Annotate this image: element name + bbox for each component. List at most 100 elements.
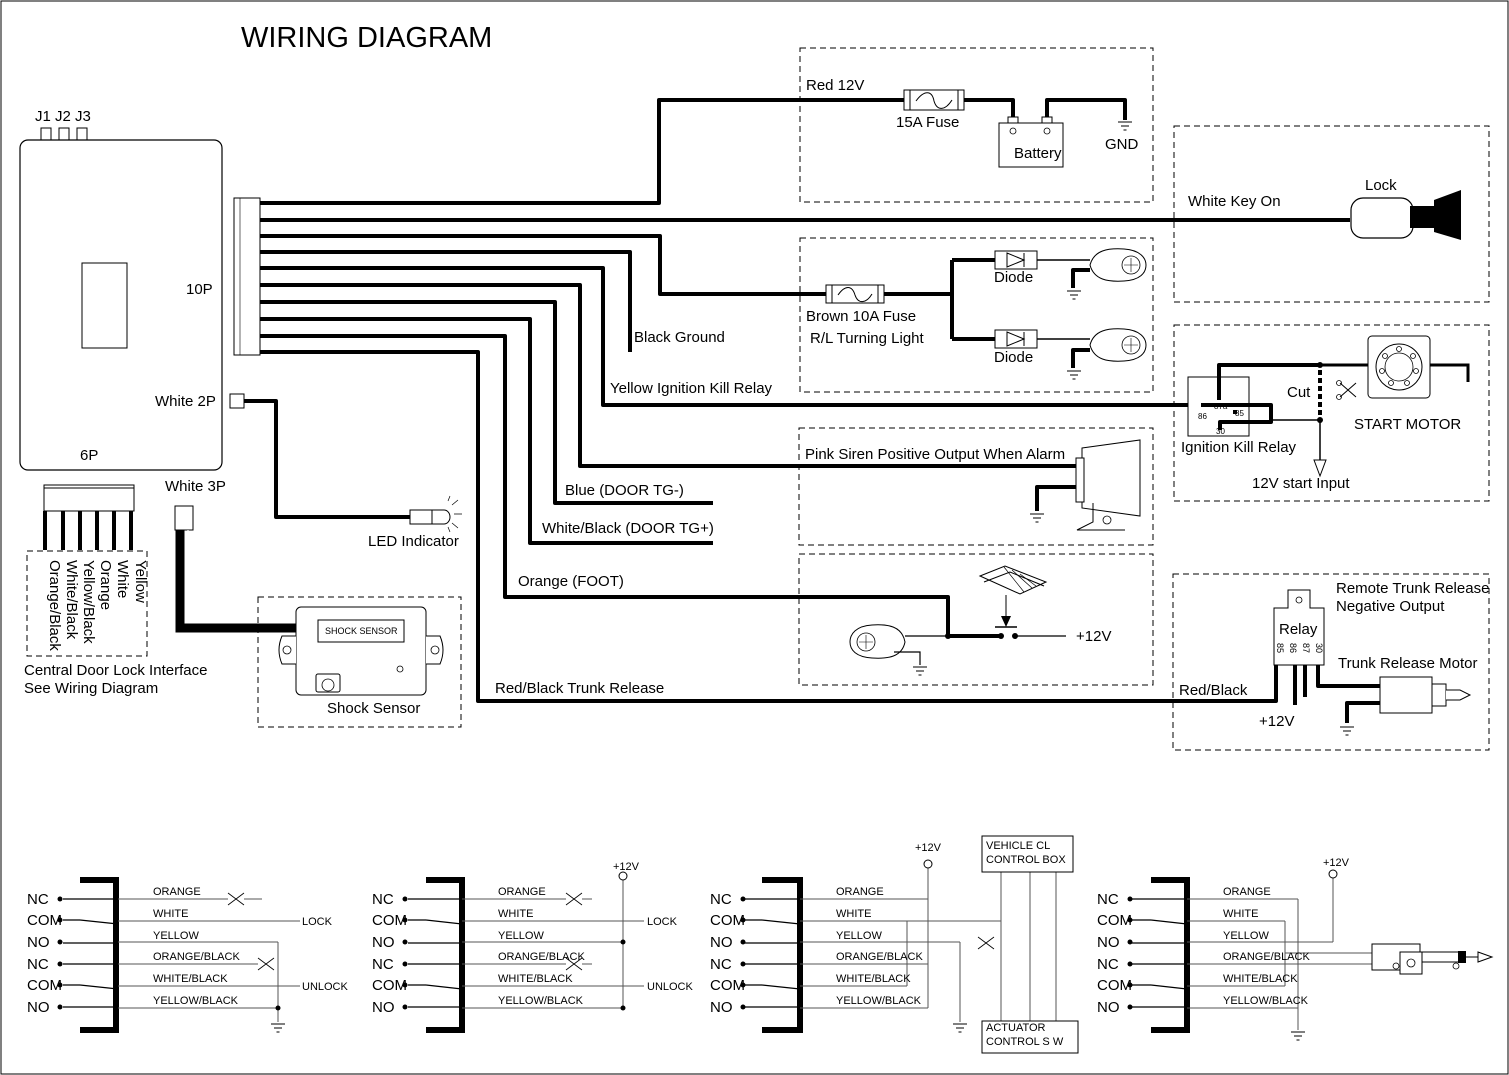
cdl-note-line1: Central Door Lock Interface — [24, 662, 207, 679]
wire-label-p2-3: YELLOW — [498, 930, 544, 942]
terminal-dot — [1127, 961, 1133, 967]
terminal-dot — [1127, 917, 1133, 923]
connector-10p-label: 10P — [186, 281, 213, 298]
white-black-door-label: White/Black (DOOR TG+) — [542, 520, 714, 537]
wire-label-p4-4: ORANGE/BLACK — [1223, 951, 1310, 963]
cdl-note-line2: See Wiring Diagram — [24, 680, 158, 697]
terminal-dot — [402, 982, 408, 988]
trunk-relay-label: Relay — [1279, 621, 1318, 638]
siren — [1075, 439, 1141, 531]
terminal-label-p1-3: NO — [27, 934, 50, 951]
terminal-dot — [1127, 896, 1133, 902]
trunk-relay: Relay 85 86 87 30 — [1273, 589, 1325, 666]
terminal-dot — [402, 961, 408, 967]
terminal-label-p2-3: NO — [372, 934, 395, 951]
terminal-label-p3-5: COM — [710, 977, 745, 994]
led-indicator-label: LED Indicator — [368, 533, 459, 550]
terminal-dot — [57, 917, 63, 923]
terminal-dot — [57, 982, 63, 988]
ignition-lock — [1350, 197, 1414, 239]
trunk-relay-pin-30: 30 — [1314, 643, 1324, 653]
lock-section: White Key On Lock — [1173, 125, 1490, 303]
shock-sensor-harness — [174, 505, 297, 633]
relay-panel-1 — [63, 877, 300, 1033]
cut-label: Cut — [1287, 384, 1311, 401]
panel3-12v-label: +12V — [915, 842, 942, 854]
cdl-wire-orange-black: Orange/Black — [46, 560, 63, 651]
actuator-line2: CONTROL S W — [986, 1036, 1064, 1048]
wire-label-p4-5: WHITE/BLACK — [1223, 973, 1298, 985]
wire-label-p2-5: WHITE/BLACK — [498, 973, 573, 985]
remote-trunk-line1: Remote Trunk Release — [1336, 580, 1489, 597]
wire-label-p2-6: YELLOW/BLACK — [498, 995, 584, 1007]
main-wire-harness — [244, 98, 1350, 703]
actuator-line1: ACTUATOR — [986, 1022, 1046, 1034]
cdl-wire-yellow-black: Yellow/Black — [80, 560, 97, 644]
terminal-dot — [740, 1004, 746, 1010]
red-12v-label: Red 12V — [806, 77, 864, 94]
terminal-label-p1-1: NC — [27, 891, 49, 908]
wire-label-p1-6: YELLOW/BLACK — [153, 995, 239, 1007]
terminal-dot — [57, 1004, 63, 1010]
jumpers-label: J1 J2 J3 — [35, 108, 91, 125]
wire-label-p1-1: ORANGE — [153, 886, 201, 898]
terminal-dot — [740, 982, 746, 988]
orange-foot-label: Orange (FOOT) — [518, 573, 624, 590]
relay-pin-86: 86 — [1198, 412, 1207, 421]
connector-white-2p-label: White 2P — [155, 393, 216, 410]
relay-panel-2 — [408, 871, 644, 1033]
relay-panel-3: VEHICLE CL CONTROL BOX ACTUATOR CONTROL … — [745, 835, 1079, 1054]
battery-label: Battery — [1014, 145, 1062, 162]
terminal-label-p2-1: NC — [372, 891, 394, 908]
connector-10p — [233, 197, 261, 356]
gnd-label: GND — [1105, 136, 1139, 153]
brown-fuse-label: Brown 10A Fuse — [806, 308, 916, 325]
door-lock-actuator — [1371, 943, 1494, 975]
terminal-label-p4-5: COM — [1097, 977, 1132, 994]
terminal-dot — [57, 961, 63, 967]
trunk-section: Remote Trunk Release Negative Output Rel… — [1172, 573, 1490, 751]
wire-label-p3-2: WHITE — [836, 908, 871, 920]
ignition-kill-relay-label: Ignition Kill Relay — [1181, 439, 1297, 456]
diode-top-label: Diode — [994, 269, 1033, 286]
turn-bulb-top — [1089, 248, 1147, 282]
terminal-label-p4-3: NO — [1097, 934, 1120, 951]
terminal-dot — [740, 917, 746, 923]
terminal-label-p1-6: NO — [27, 999, 50, 1016]
turning-light-section: Brown 10A Fuse R/L Turning Light Diode D… — [799, 237, 1154, 393]
terminal-label-p1-4: NC — [27, 956, 49, 973]
wire-label-p4-3: YELLOW — [1223, 930, 1269, 942]
shock-sensor-box-label: SHOCK SENSOR — [325, 626, 398, 636]
shock-sensor: SHOCK SENSOR Shock Sensor — [257, 596, 462, 728]
remote-trunk-line2: Negative Output — [1336, 598, 1445, 615]
wire-label-p3-5: WHITE/BLACK — [836, 973, 911, 985]
wire-label-p4-1: ORANGE — [1223, 886, 1271, 898]
siren-section — [798, 427, 1154, 546]
start-motor-label: START MOTOR — [1354, 416, 1461, 433]
panel1-lock-label: LOCK — [302, 916, 333, 928]
terminal-dot — [1127, 982, 1133, 988]
terminal-dot — [402, 896, 408, 902]
relay-pin-30: 30 — [1216, 427, 1225, 436]
terminal-label-p4-4: NC — [1097, 956, 1119, 973]
relay-terminal-labels: NC COM NO NC COM NO ORANGE WHITE YELLOW ORANGE/BL… — [27, 886, 1310, 1016]
power-section: Red 12V 15A Fuse Battery GND — [799, 47, 1154, 203]
yellow-ignition-label: Yellow Ignition Kill Relay — [610, 380, 773, 397]
white-key-on-label: White Key On — [1188, 193, 1281, 210]
wire-label-p1-5: WHITE/BLACK — [153, 973, 228, 985]
terminal-dot — [1127, 939, 1133, 945]
panel4-12v-label: +12V — [1323, 857, 1350, 869]
diagram-title: WIRING DIAGRAM — [241, 22, 492, 54]
terminal-label-p4-1: NC — [1097, 891, 1119, 908]
cdl-harness: Yellow White Orange Yellow/Black White/B… — [24, 484, 207, 697]
trunk-motor-label: Trunk Release Motor — [1338, 655, 1478, 672]
connector-6p-label: 6P — [80, 447, 98, 464]
wire-label-p4-2: WHITE — [1223, 908, 1258, 920]
wire-label-p2-4: ORANGE/BLACK — [498, 951, 585, 963]
fuse-15a-label: 15A Fuse — [896, 114, 959, 131]
terminal-label-p2-4: NC — [372, 956, 394, 973]
alarm-module: J1 J2 J3 10P White 2P 6P White 3P — [19, 108, 261, 495]
red-black-trunk-label: Red/Black Trunk Release — [495, 680, 664, 697]
panel2-12v-label: +12V — [613, 861, 640, 873]
